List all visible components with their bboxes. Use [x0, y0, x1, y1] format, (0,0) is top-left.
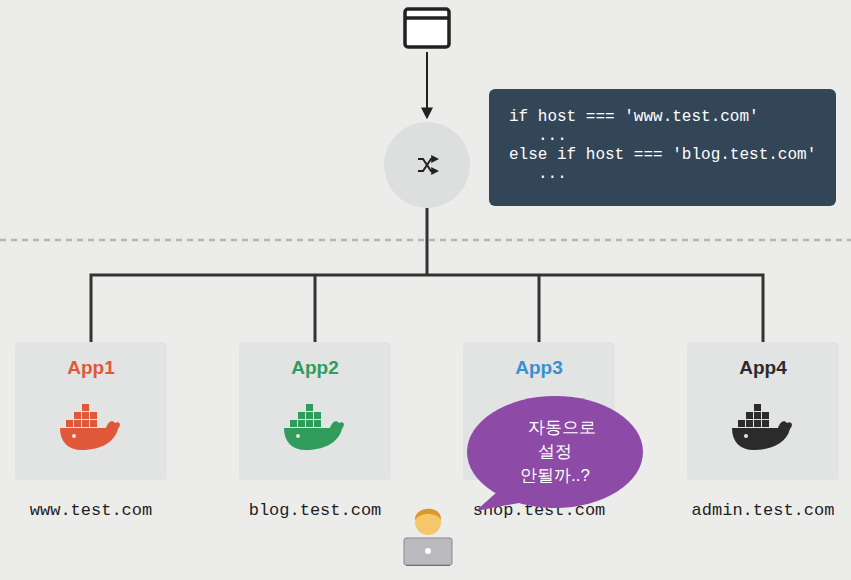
- whale-icon: [732, 402, 794, 452]
- figure-head: [415, 509, 441, 535]
- whale-body: [284, 421, 344, 450]
- whale-container: [314, 412, 321, 419]
- whale-container: [298, 420, 305, 427]
- app-name: App3: [463, 342, 615, 379]
- app-box: App4admin.test.com: [687, 342, 839, 480]
- domain-name: blog.test.com: [249, 501, 382, 520]
- whale-container: [74, 420, 81, 427]
- whale-icon: [60, 402, 122, 452]
- whale-container: [290, 420, 297, 427]
- code-box: if host === 'www.test.com'...else if hos…: [489, 89, 836, 206]
- whale-body: [732, 421, 792, 450]
- whale-container: [82, 420, 89, 427]
- docker-whale: [284, 404, 344, 450]
- tree-bar: [91, 275, 763, 342]
- tree-branch: [538, 275, 541, 342]
- whale-container: [306, 404, 313, 411]
- app-box: App1www.test.com: [15, 342, 167, 480]
- whale-container: [762, 420, 769, 427]
- whale-container: [314, 420, 321, 427]
- code-line: if host === 'www.test.com': [509, 108, 816, 127]
- whale-eye: [72, 434, 76, 438]
- whale-eye: [296, 434, 300, 438]
- shuffle-stroke: [418, 159, 436, 171]
- docker-whale: [60, 404, 120, 450]
- whale-container: [82, 404, 89, 411]
- developer-figure: [404, 509, 452, 566]
- whale-container: [90, 412, 97, 419]
- whale-eye: [744, 434, 748, 438]
- domain-holder: www.test.com: [0, 501, 207, 521]
- domain-name: admin.test.com: [692, 501, 835, 520]
- request-arrow: [426, 52, 428, 117]
- browser-frame: [405, 9, 449, 47]
- shuffle-icon: [418, 159, 436, 171]
- whale-container: [90, 420, 97, 427]
- tree-lines: [91, 208, 763, 342]
- whale-container: [66, 420, 73, 427]
- domain-holder: blog.test.com: [199, 501, 431, 521]
- whale-container: [306, 420, 313, 427]
- laptop-logo: [425, 548, 431, 554]
- whale-icon: [284, 402, 346, 452]
- speech-bubble: 자동으로 설정 안될까..?: [467, 396, 643, 508]
- whale-container: [746, 420, 753, 427]
- whale-container: [306, 412, 313, 419]
- whale-container: [754, 404, 761, 411]
- app-box: App2blog.test.com: [239, 342, 391, 480]
- shuffle-stroke: [418, 159, 436, 171]
- domain-name: www.test.com: [30, 501, 152, 520]
- docker-whale: [732, 404, 792, 450]
- code-line: ...: [509, 165, 816, 184]
- browser-icon: [405, 9, 449, 47]
- whale-container: [754, 420, 761, 427]
- app-name: App1: [15, 342, 167, 379]
- figure-hair: [415, 509, 441, 520]
- whale-container: [74, 412, 81, 419]
- router-circle: [384, 122, 470, 208]
- bubble-text: 자동으로 설정 안될까..?: [501, 416, 608, 488]
- whale-container: [738, 420, 745, 427]
- whale-container: [746, 412, 753, 419]
- app-name: App2: [239, 342, 391, 379]
- browser-bar: [405, 16, 449, 20]
- tree-branch: [314, 275, 317, 342]
- domain-holder: admin.test.com: [647, 501, 851, 521]
- code-line: else if host === 'blog.test.com': [509, 146, 816, 165]
- whale-container: [754, 412, 761, 419]
- whale-container: [762, 412, 769, 419]
- tree-trunk: [426, 208, 429, 275]
- whale-container: [82, 412, 89, 419]
- whale-container: [298, 412, 305, 419]
- code-line: ...: [509, 127, 816, 146]
- app-name: App4: [687, 342, 839, 379]
- whale-body: [60, 421, 120, 450]
- figure-laptop: [404, 538, 452, 565]
- bubble-ellipse: [467, 396, 643, 508]
